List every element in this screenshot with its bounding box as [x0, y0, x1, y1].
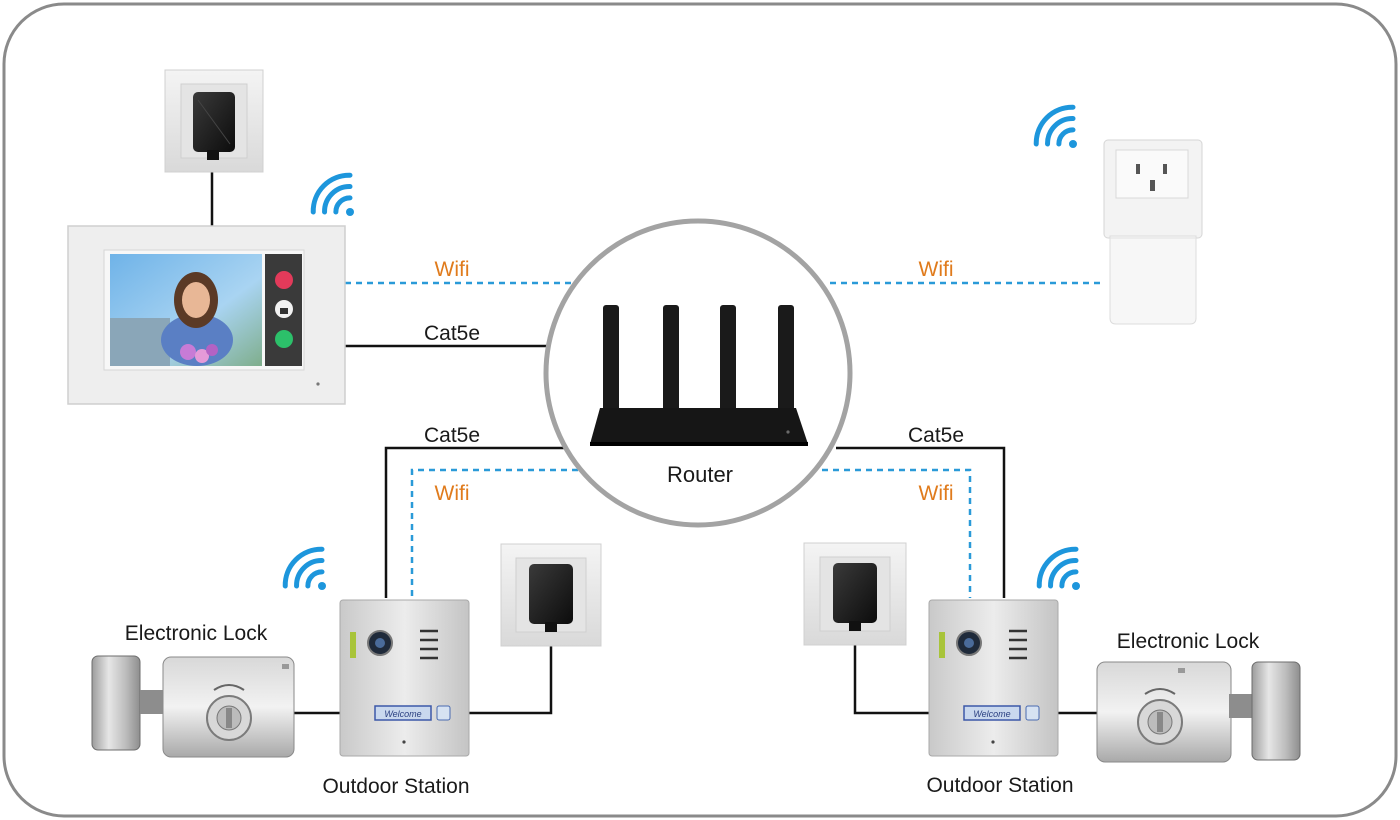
- wifi-icon: [310, 172, 354, 216]
- wifi-label-right-station: Wifi: [919, 482, 954, 505]
- station-nameplate: Welcome: [973, 709, 1010, 719]
- wifi-link-router-right-station: [822, 468, 972, 598]
- right-power-cord: [853, 628, 930, 715]
- hangup-icon: [275, 271, 293, 289]
- router-circle: [543, 218, 853, 528]
- router-icon: [590, 305, 808, 446]
- wifi-label-top-right: Wifi: [919, 258, 954, 281]
- wifi-label-left-station: Wifi: [435, 482, 470, 505]
- router-node: Router: [543, 218, 853, 528]
- wifi-repeater: [1033, 104, 1203, 325]
- electronic-lock-icon: [1096, 661, 1301, 763]
- wifi-links: [345, 281, 1105, 598]
- cat5e-label-left-station: Cat5e: [424, 424, 480, 447]
- electronic-lock-label-left: Electronic Lock: [125, 622, 268, 645]
- electronic-lock-icon: [91, 655, 295, 758]
- left-outdoor-group: Welcome Electronic Lock Outdoor Station: [91, 543, 602, 798]
- power-adapter-icon: [500, 543, 602, 647]
- indoor-monitor: [67, 69, 354, 405]
- answer-icon: [275, 330, 293, 348]
- left-power-cord: [469, 628, 553, 715]
- visitor-image: [110, 272, 233, 366]
- router-label: Router: [667, 462, 733, 487]
- cat5e-router-right-station: [836, 446, 1006, 598]
- outdoor-station-icon: Welcome: [339, 599, 470, 757]
- power-adapter-icon: [164, 69, 264, 173]
- wifi-icon: [282, 546, 326, 590]
- electronic-lock-label-right: Electronic Lock: [1117, 630, 1260, 653]
- cat5e-label-right-station: Cat5e: [908, 424, 964, 447]
- outdoor-station-icon: Welcome: [928, 599, 1059, 757]
- wifi-link-router-left-station: [410, 468, 578, 598]
- right-outdoor-group: Welcome Electronic Lock Outdoor Station: [803, 542, 1301, 797]
- station-nameplate: Welcome: [384, 709, 421, 719]
- cat5e-router-left-station: [384, 446, 566, 598]
- wifi-repeater-plug-icon: [1103, 139, 1203, 325]
- power-adapter-icon: [803, 542, 907, 646]
- cat5e-label-monitor: Cat5e: [424, 322, 480, 345]
- wifi-icon: [1036, 546, 1080, 590]
- wifi-label-top-left: Wifi: [435, 258, 470, 281]
- outdoor-station-label-left: Outdoor Station: [322, 775, 469, 798]
- wifi-icon: [1033, 104, 1077, 148]
- outdoor-station-label-right: Outdoor Station: [926, 774, 1073, 797]
